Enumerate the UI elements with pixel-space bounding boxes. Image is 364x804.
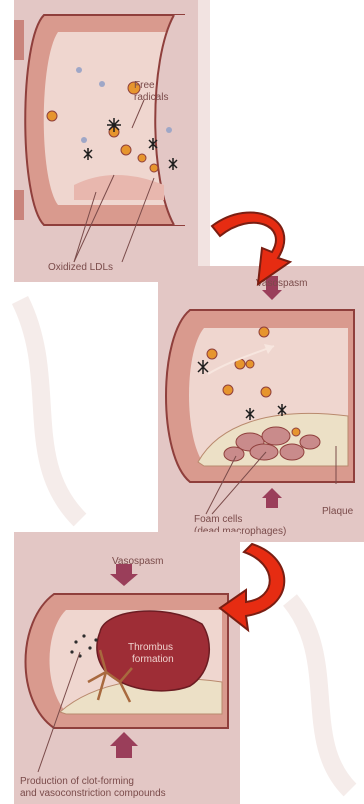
artery-illustration-1 (14, 0, 210, 282)
label-plaque: Plaque (322, 506, 353, 517)
panel-oxidized-ldls: Free radicals Oxidized LDLs (14, 0, 210, 282)
artery-illustration-2 (158, 266, 364, 542)
label-vasospasm-3: Vasospasm (112, 556, 164, 567)
transition-arrow-1 (206, 196, 302, 294)
label-free-radicals-line1: Free (134, 80, 155, 91)
label-production-line2: and vasoconstriction compounds (20, 788, 166, 799)
artery-illustration-3 (14, 532, 240, 804)
label-foam-cells-line1: Foam cells (194, 514, 242, 525)
vasospasm-arrow-bottom (262, 488, 282, 498)
label-production-line1: Production of clot-forming (20, 776, 134, 787)
vasospasm-arrow-top-3 (110, 574, 138, 586)
label-free-radicals-line2: radicals (134, 92, 168, 103)
label-thrombus-line2: formation (132, 654, 174, 665)
panel-thrombus-formation: Vasospasm Thrombus formation Production … (14, 532, 240, 804)
panel-foam-cells-plaque: Vasospasm Plaque Foam cells (dead macrop… (158, 266, 364, 542)
label-oxidized-ldls: Oxidized LDLs (48, 262, 113, 273)
vasospasm-arrow-bottom-3 (110, 732, 138, 746)
transition-arrow-2 (216, 538, 292, 642)
label-thrombus-line1: Thrombus (128, 642, 173, 653)
